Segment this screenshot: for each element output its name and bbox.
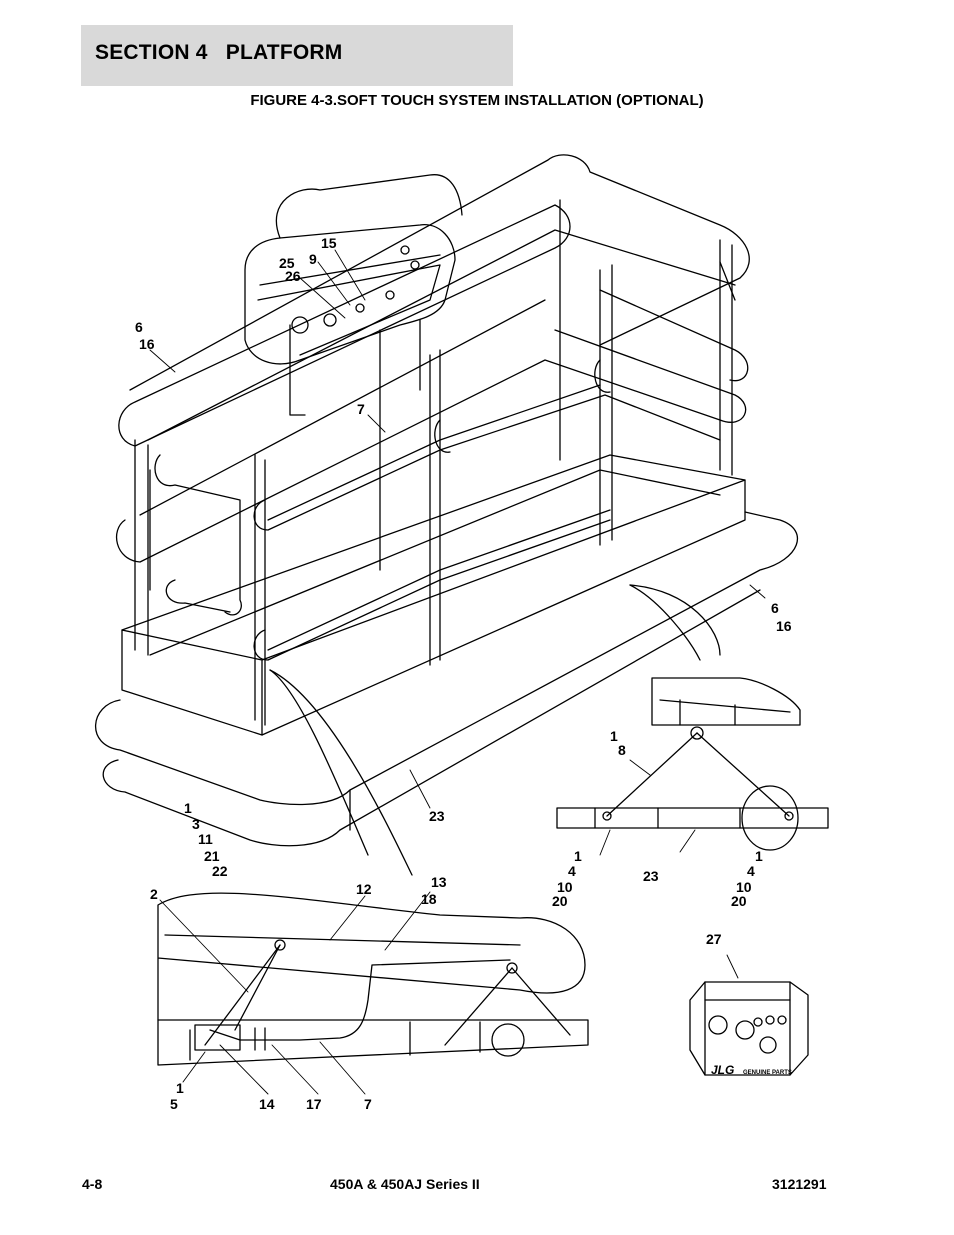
callout-20-a: 20 [552, 893, 568, 909]
footer-doc-number: 3121291 [772, 1176, 827, 1192]
callout-4-b: 4 [747, 863, 755, 879]
callout-2: 2 [150, 886, 158, 902]
callout-3: 3 [192, 816, 200, 832]
callout-27: 27 [706, 931, 722, 947]
control-box [244, 174, 463, 416]
detail-bumper [157, 892, 589, 1066]
callout-23-main: 23 [429, 808, 445, 824]
callout-1-a: 1 [610, 728, 618, 744]
callout-11: 11 [198, 831, 213, 847]
callout-26: 26 [285, 268, 301, 284]
callout-1-c: 1 [574, 848, 582, 864]
callout-leaders [149, 249, 766, 1095]
page-number: 4-8 [82, 1176, 103, 1192]
callout-16-top: 16 [139, 336, 155, 352]
callout-6-right: 6 [771, 600, 779, 616]
kit-box [689, 981, 809, 1076]
leader-curves [269, 584, 721, 876]
callout-9: 9 [309, 251, 317, 267]
callout-17: 17 [306, 1096, 322, 1112]
callout-7-upper: 7 [357, 401, 365, 417]
posts [134, 199, 733, 726]
section-title: SECTION 4 PLATFORM [95, 41, 343, 64]
callout-5: 5 [170, 1096, 178, 1112]
callout-8: 8 [618, 742, 626, 758]
callout-23-detail: 23 [643, 868, 659, 884]
front-rails [253, 359, 721, 661]
callout-14: 14 [259, 1096, 275, 1112]
callout-10-a: 10 [557, 879, 573, 895]
callout-21: 21 [204, 848, 220, 864]
callout-25: 25 [279, 255, 295, 271]
section-banner: SECTION 4 PLATFORM [81, 25, 513, 86]
callout-6-top: 6 [135, 319, 143, 335]
detail-bracket [651, 677, 801, 726]
callout-20-b: 20 [731, 893, 747, 909]
gate [149, 454, 242, 616]
callout-16-right: 16 [776, 618, 792, 634]
mid-rail [116, 289, 749, 563]
kit-label: GENUINE PARTS [743, 1070, 792, 1076]
bumper-rail [95, 511, 798, 847]
callout-12: 12 [356, 881, 372, 897]
kit-logo: JLG [711, 1063, 735, 1077]
footer-model: 450A & 450AJ Series II [330, 1176, 480, 1192]
callout-22: 22 [212, 863, 228, 879]
top-rail [118, 154, 750, 447]
callout-1-e: 1 [176, 1080, 184, 1096]
callout-7-lower: 7 [364, 1096, 372, 1112]
callout-15: 15 [321, 235, 337, 251]
detail-tube [556, 726, 829, 851]
callout-18: 18 [421, 891, 437, 907]
figure-title: FIGURE 4-3.SOFT TOUCH SYSTEM INSTALLATIO… [250, 92, 704, 109]
callout-10-b: 10 [736, 879, 752, 895]
callout-1-d: 1 [755, 848, 763, 864]
callout-13: 13 [431, 874, 447, 890]
callout-4-a: 4 [568, 863, 576, 879]
callout-1-b: 1 [184, 800, 192, 816]
